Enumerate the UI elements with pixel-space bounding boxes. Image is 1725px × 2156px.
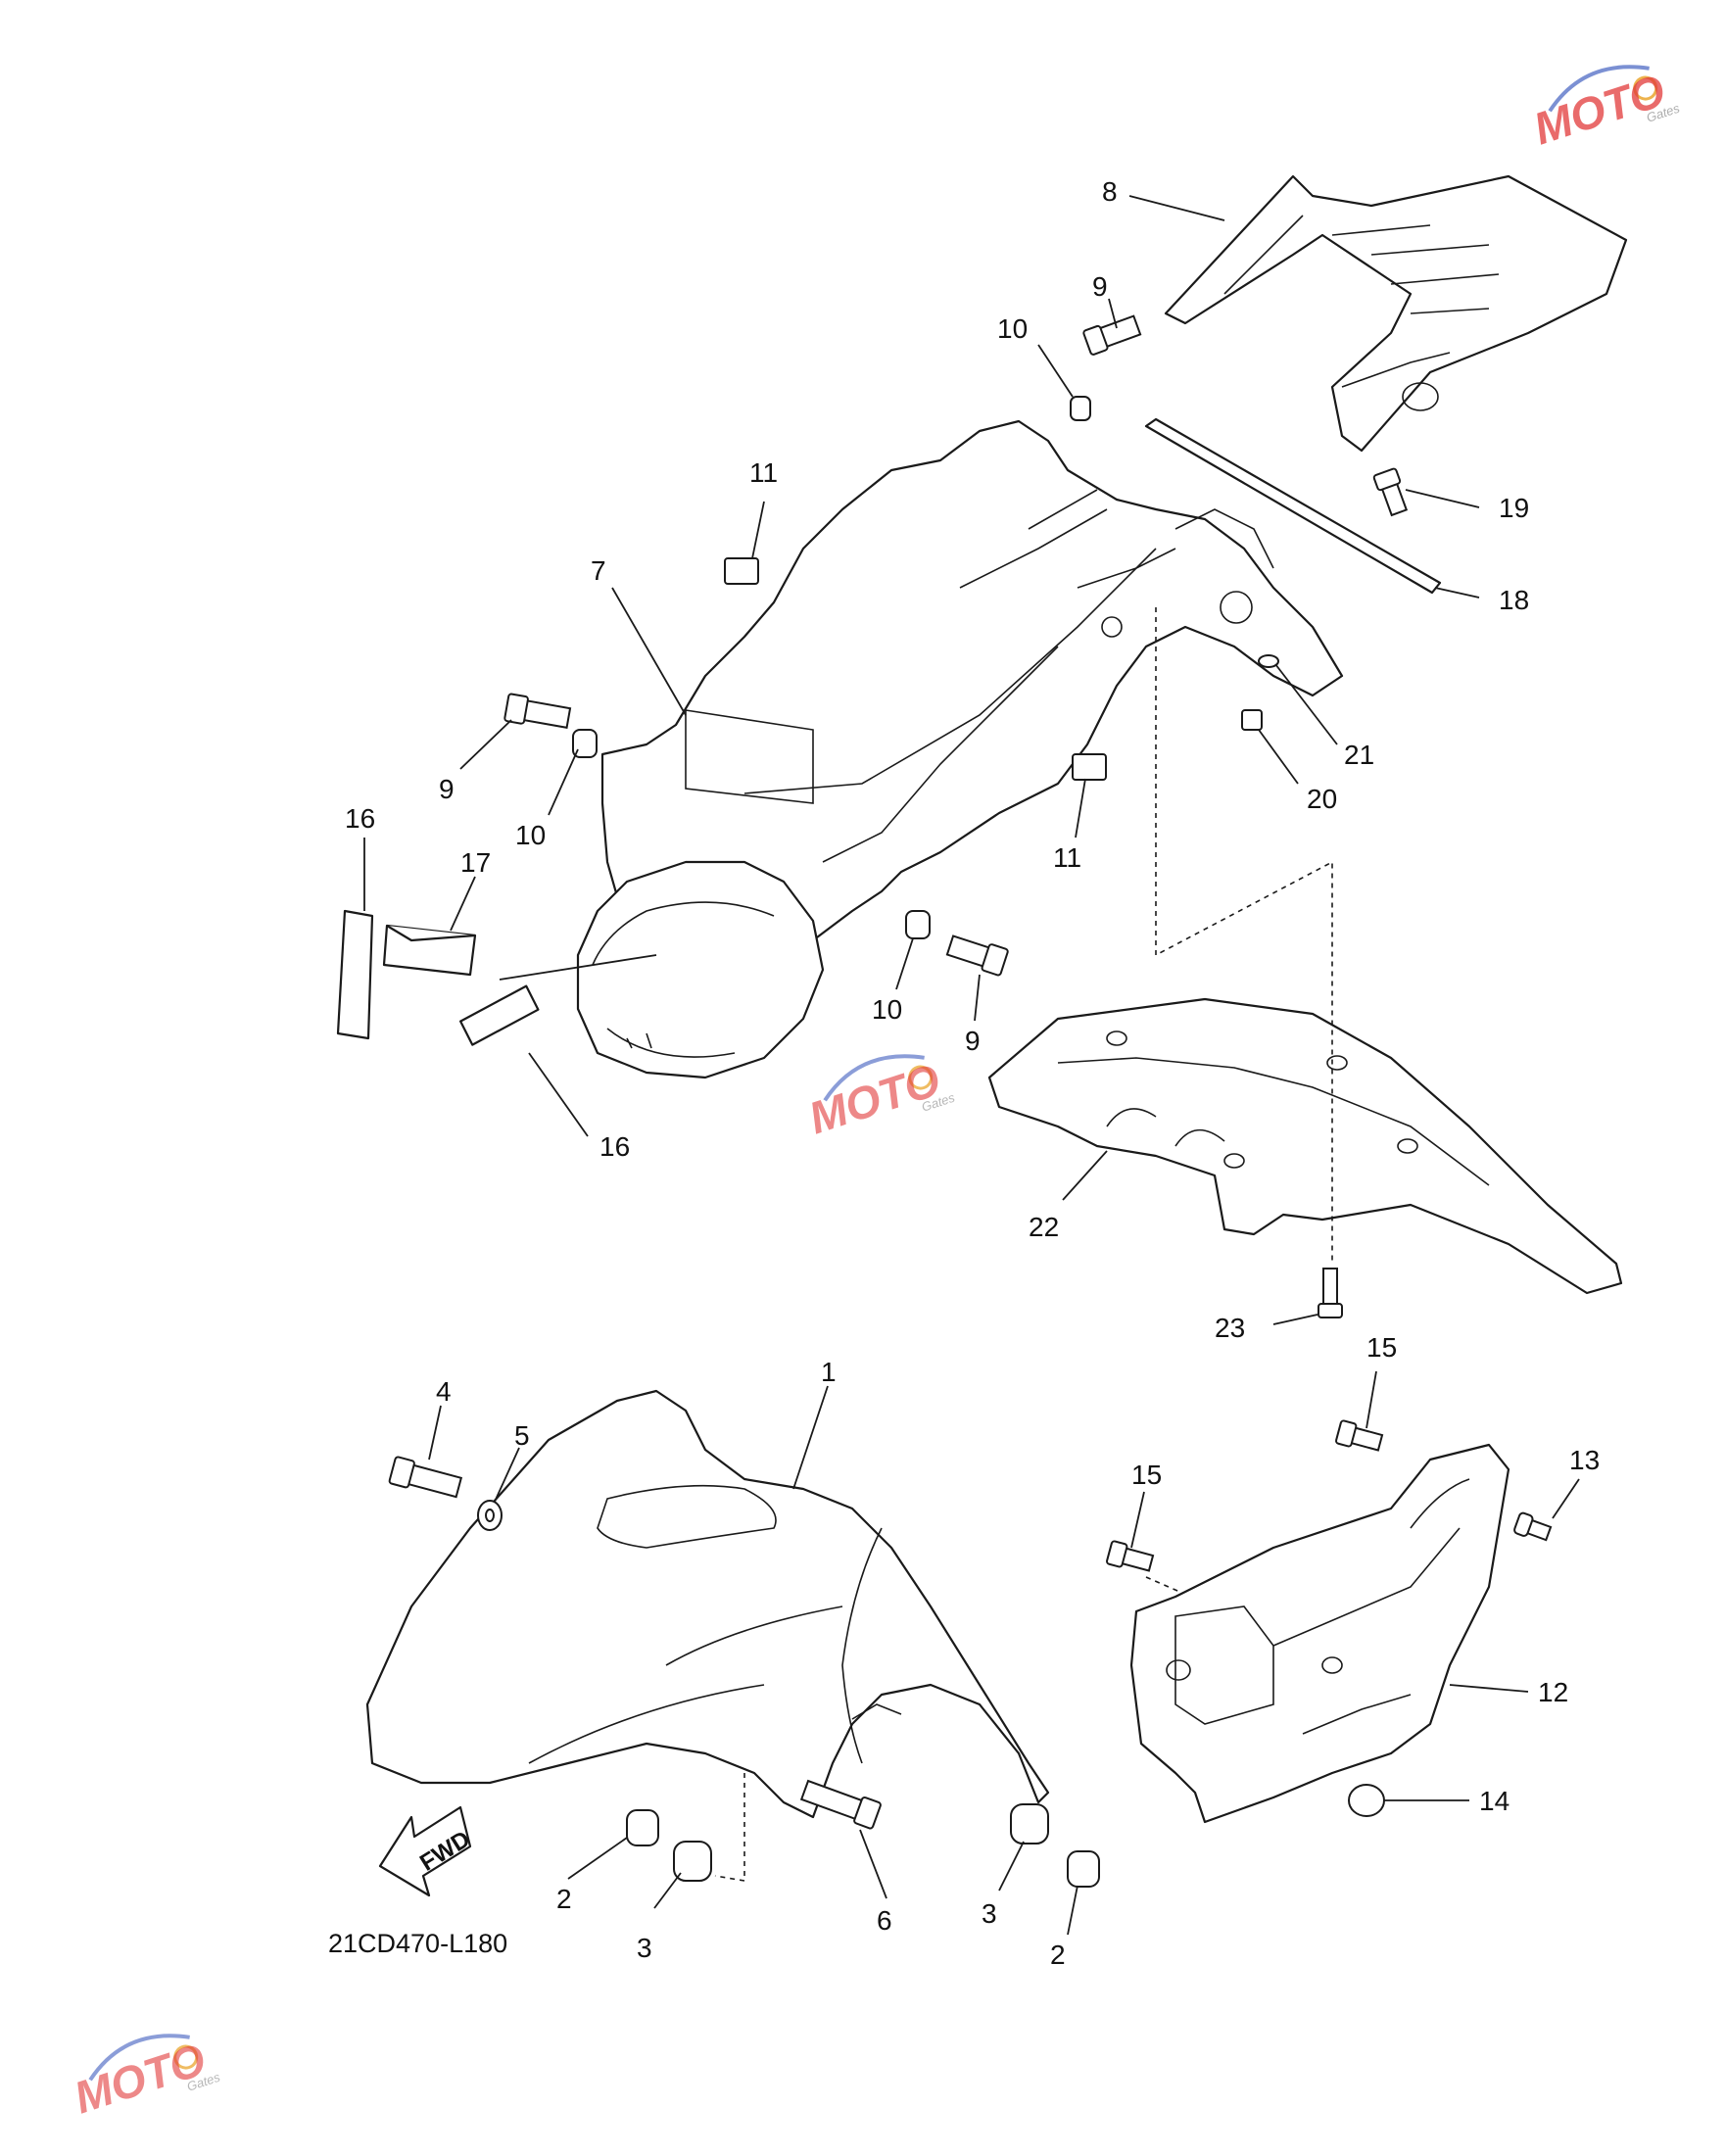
- callout-8: 8: [1102, 176, 1118, 207]
- callout-14: 14: [1479, 1786, 1509, 1816]
- callout-9: 9: [439, 774, 455, 804]
- part-18-strip: [1144, 417, 1442, 595]
- diagram-code: 21CD470-L180: [328, 1929, 507, 1958]
- callout-18: 18: [1499, 585, 1529, 615]
- callout-19: 19: [1499, 493, 1529, 523]
- callout-3: 3: [637, 1933, 652, 1963]
- callout-16: 16: [599, 1131, 630, 1162]
- part-1-front-fender: [365, 1389, 1050, 1819]
- callout-1: 1: [821, 1357, 837, 1387]
- callout-11: 11: [749, 457, 778, 488]
- part-17-pad: [382, 924, 477, 977]
- watermark-logo-top-right: MOTO Gates: [1527, 65, 1682, 155]
- part-22-mud-flap: [987, 997, 1623, 1295]
- part-16-pad-upper: [336, 909, 374, 1040]
- callout-21: 21: [1344, 740, 1374, 770]
- callout-15: 15: [1366, 1332, 1397, 1363]
- fwd-arrow-icon: FWD: [378, 1805, 475, 1897]
- callout-2: 2: [1050, 1940, 1066, 1970]
- callout-20: 20: [1307, 784, 1337, 814]
- callout-5: 5: [514, 1420, 530, 1451]
- part-16-pad-lower: [459, 984, 540, 1046]
- callout-16: 16: [345, 803, 375, 834]
- callout-11: 11: [1053, 842, 1081, 873]
- callout-10: 10: [515, 820, 546, 850]
- callout-6: 6: [877, 1905, 892, 1936]
- callout-9: 9: [1092, 271, 1108, 302]
- callout-2: 2: [556, 1884, 572, 1914]
- watermark-logo-bottom-left: MOTO Gates: [68, 2034, 222, 2124]
- part-17-inner-guard: [576, 860, 825, 1079]
- watermark-logo-center: MOTO Gates: [802, 1054, 957, 1144]
- callout-3: 3: [982, 1898, 997, 1929]
- callout-23: 23: [1215, 1313, 1245, 1343]
- callout-13: 13: [1569, 1445, 1600, 1475]
- callout-7: 7: [591, 555, 606, 586]
- callout-22: 22: [1029, 1212, 1059, 1242]
- callout-10: 10: [997, 313, 1028, 344]
- callout-10: 10: [872, 994, 902, 1025]
- part-8-rear-cover: [1164, 174, 1628, 453]
- hardware: [388, 314, 1553, 1888]
- part-12-battery-box: [1129, 1443, 1510, 1824]
- callout-17: 17: [460, 847, 491, 878]
- callout-15: 15: [1131, 1460, 1162, 1490]
- callout-12: 12: [1538, 1677, 1568, 1707]
- callout-9: 9: [965, 1026, 981, 1056]
- callout-labels: 8 9 10 11 19 7 18 9 10 21 20 16 17 11 10…: [345, 176, 1600, 1970]
- leader-lines: [363, 195, 1580, 1936]
- callout-4: 4: [436, 1376, 452, 1407]
